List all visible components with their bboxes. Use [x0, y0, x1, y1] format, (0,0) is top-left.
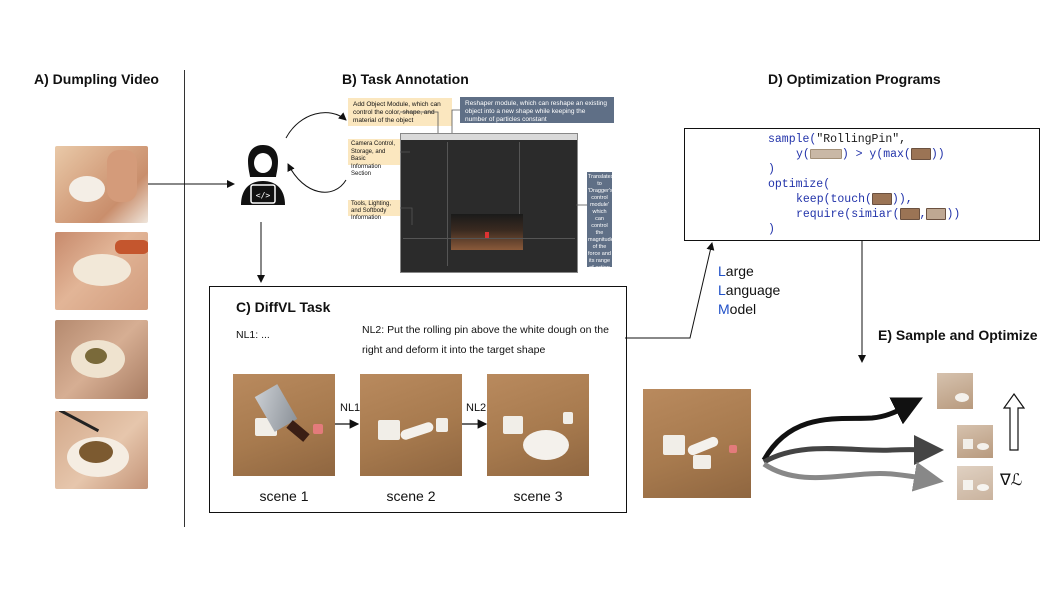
section-title-diffvl-task: C) DiffVL Task	[236, 299, 331, 315]
optimize-start-scene-image	[643, 389, 751, 498]
code-line-sample: sample("RollingPin",	[768, 133, 907, 146]
section-title-task-annotation: B) Task Annotation	[342, 71, 469, 87]
optimization-trajectories	[761, 397, 944, 492]
scene-1-image	[233, 374, 335, 476]
code-line-y-compare: y() > y(max())	[796, 148, 945, 162]
section-divider	[184, 70, 185, 527]
gradient-loss-symbol: ∇ℒ	[1000, 472, 1023, 489]
diffvl-task-box	[209, 286, 627, 513]
dumpling-video-frame-4	[55, 411, 148, 489]
note-reshaper-module: Reshaper module, which can reshape an ex…	[460, 97, 614, 123]
scene-arrow-label-nl2: NL2	[466, 402, 487, 414]
svg-text:</>: </>	[256, 191, 271, 200]
dumpling-video-frame-2	[55, 232, 148, 310]
code-line-optimize: optimize(	[768, 178, 831, 191]
llm-l1-cap: L	[718, 263, 726, 279]
sample-result-3-image	[957, 466, 993, 500]
note-dragger-module: Translates to 'Dragger's control module'…	[587, 172, 614, 271]
dumpling-video-frame-1	[55, 146, 148, 223]
scene-2-label: scene 2	[386, 488, 436, 504]
scene-3-image	[487, 374, 589, 476]
scene-2-image	[360, 374, 462, 476]
dough-thumbnail-icon	[910, 148, 931, 160]
scene-3-label: scene 3	[513, 488, 563, 504]
rolling-pin-thumbnail-icon	[809, 149, 842, 159]
note-camera-control: Camera Control, Storage, and Basic Infor…	[348, 139, 400, 177]
code-line-keep-touch: keep(touch()),	[796, 193, 913, 207]
llm-l1-rest: arge	[725, 263, 754, 279]
section-title-dumpling-video: A) Dumpling Video	[34, 71, 159, 87]
note-tools-lighting: Tools, Lighting, and Softbody Informatio…	[348, 200, 400, 221]
section-title-optimization-programs: D) Optimization Programs	[768, 71, 941, 87]
llm-l3-rest: odel	[729, 301, 757, 317]
llm-label: Large Language Model	[718, 262, 780, 319]
annotation-tool-screenshot	[400, 133, 578, 273]
sample-result-1-image	[937, 373, 973, 409]
sample-result-2-image	[957, 425, 993, 458]
gradient-up-arrow-icon	[1002, 392, 1026, 451]
code-line-require: require(simiar(,))	[796, 208, 961, 222]
dumpling-video-frame-3	[55, 320, 148, 399]
optimization-program-box	[684, 128, 1040, 241]
dough-target-thumbnail-icon	[926, 208, 947, 220]
pin-thumbnail-icon	[871, 193, 892, 205]
code-line-close-optimize: )	[768, 223, 775, 236]
scene-1-label: scene 1	[259, 488, 309, 504]
llm-l2-rest: anguage	[725, 282, 781, 298]
dough-current-thumbnail-icon	[899, 208, 920, 220]
scene-arrow-label-nl1: NL1	[340, 402, 361, 414]
nl1-text: NL1: ...	[236, 329, 270, 341]
llm-l3-cap: M	[718, 301, 730, 317]
code-line-close-sample: )	[768, 163, 775, 176]
annotator-person-icon: </>	[241, 145, 285, 205]
section-title-sample-optimize: E) Sample and Optimize	[878, 327, 1038, 343]
llm-l2-cap: L	[718, 282, 726, 298]
nl2-text: NL2: Put the rolling pin above the white…	[362, 324, 609, 356]
